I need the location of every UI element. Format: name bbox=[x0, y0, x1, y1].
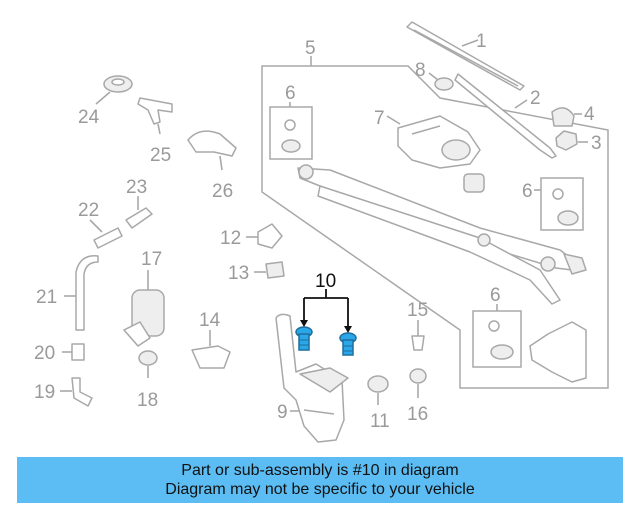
callout-6-bottom: 6 bbox=[490, 285, 501, 306]
callout-10: 10 bbox=[315, 271, 336, 292]
highlighted-bolt-right bbox=[339, 332, 357, 356]
wiper-nut-cap-part bbox=[434, 77, 454, 91]
callout-6-right: 6 bbox=[522, 181, 533, 202]
callout-5: 5 bbox=[305, 38, 316, 59]
wiper-linkage-part bbox=[297, 164, 587, 305]
notice-banner: Part or sub-assembly is #10 in diagram D… bbox=[17, 457, 623, 503]
callout-6: 6 bbox=[285, 83, 296, 104]
clip-12-part bbox=[257, 223, 283, 249]
callout-19: 19 bbox=[34, 382, 55, 403]
callout-2: 2 bbox=[530, 88, 541, 109]
wiper-blade-part bbox=[406, 21, 525, 91]
assembly-frame bbox=[261, 65, 609, 389]
hose-connector-part bbox=[93, 227, 123, 249]
callout-18: 18 bbox=[137, 390, 158, 411]
grommet-part bbox=[463, 173, 485, 193]
callout-9: 9 bbox=[277, 402, 288, 423]
inset-box-6-left bbox=[269, 106, 313, 160]
banner-line-2: Diagram may not be specific to your vehi… bbox=[165, 481, 475, 498]
callout-24: 24 bbox=[78, 107, 100, 128]
callout-4: 4 bbox=[584, 104, 595, 125]
mount-grommet-part bbox=[409, 368, 427, 384]
pump-grommet-part bbox=[138, 350, 158, 366]
callout-21: 21 bbox=[36, 287, 57, 308]
washer-nozzle-part bbox=[187, 130, 237, 157]
hose-elbow-part bbox=[71, 377, 93, 407]
reservoir-grommet-part bbox=[367, 375, 389, 393]
callout-10-leader bbox=[303, 289, 349, 328]
washer-reservoir-part bbox=[275, 313, 349, 443]
callout-11: 11 bbox=[370, 411, 390, 432]
callout-26: 26 bbox=[212, 181, 233, 202]
callout-22: 22 bbox=[78, 200, 99, 221]
callout-3: 3 bbox=[591, 133, 602, 154]
arm-cap-part bbox=[551, 107, 575, 127]
reservoir-bracket-part bbox=[191, 345, 231, 369]
callout-7: 7 bbox=[374, 108, 385, 129]
callout-23: 23 bbox=[126, 177, 147, 198]
push-pin-part bbox=[411, 335, 425, 351]
hose-clip-part bbox=[71, 343, 85, 361]
nozzle-bracket-part bbox=[137, 97, 173, 125]
callout-16: 16 bbox=[407, 404, 428, 425]
callout-8: 8 bbox=[415, 60, 426, 81]
check-valve-part bbox=[125, 207, 153, 229]
grommet-6-right bbox=[552, 188, 579, 226]
callout-13: 13 bbox=[228, 263, 249, 284]
grommet-6-left bbox=[281, 119, 301, 153]
callout-1: 1 bbox=[476, 31, 487, 52]
callout-17: 17 bbox=[141, 249, 162, 270]
callout-12: 12 bbox=[220, 228, 241, 249]
banner-line-1: Part or sub-assembly is #10 in diagram bbox=[181, 462, 459, 479]
callout-14: 14 bbox=[199, 310, 221, 331]
grommet-6-bottom bbox=[488, 320, 514, 360]
washer-hose-part bbox=[75, 255, 99, 331]
callout-25: 25 bbox=[150, 145, 171, 166]
inset-box-6-right bbox=[540, 177, 584, 231]
grommet-24-part bbox=[103, 75, 133, 93]
arm-nut-part bbox=[555, 130, 578, 151]
highlighted-bolt-left bbox=[295, 326, 313, 351]
clip-13-part bbox=[265, 261, 285, 279]
wiper-motor-part bbox=[397, 115, 481, 169]
callout-20: 20 bbox=[34, 343, 55, 364]
washer-pump-part bbox=[123, 289, 165, 347]
callout-15: 15 bbox=[407, 300, 428, 321]
pivot-bracket-part bbox=[529, 321, 587, 383]
wiper-arm-part bbox=[454, 73, 557, 159]
